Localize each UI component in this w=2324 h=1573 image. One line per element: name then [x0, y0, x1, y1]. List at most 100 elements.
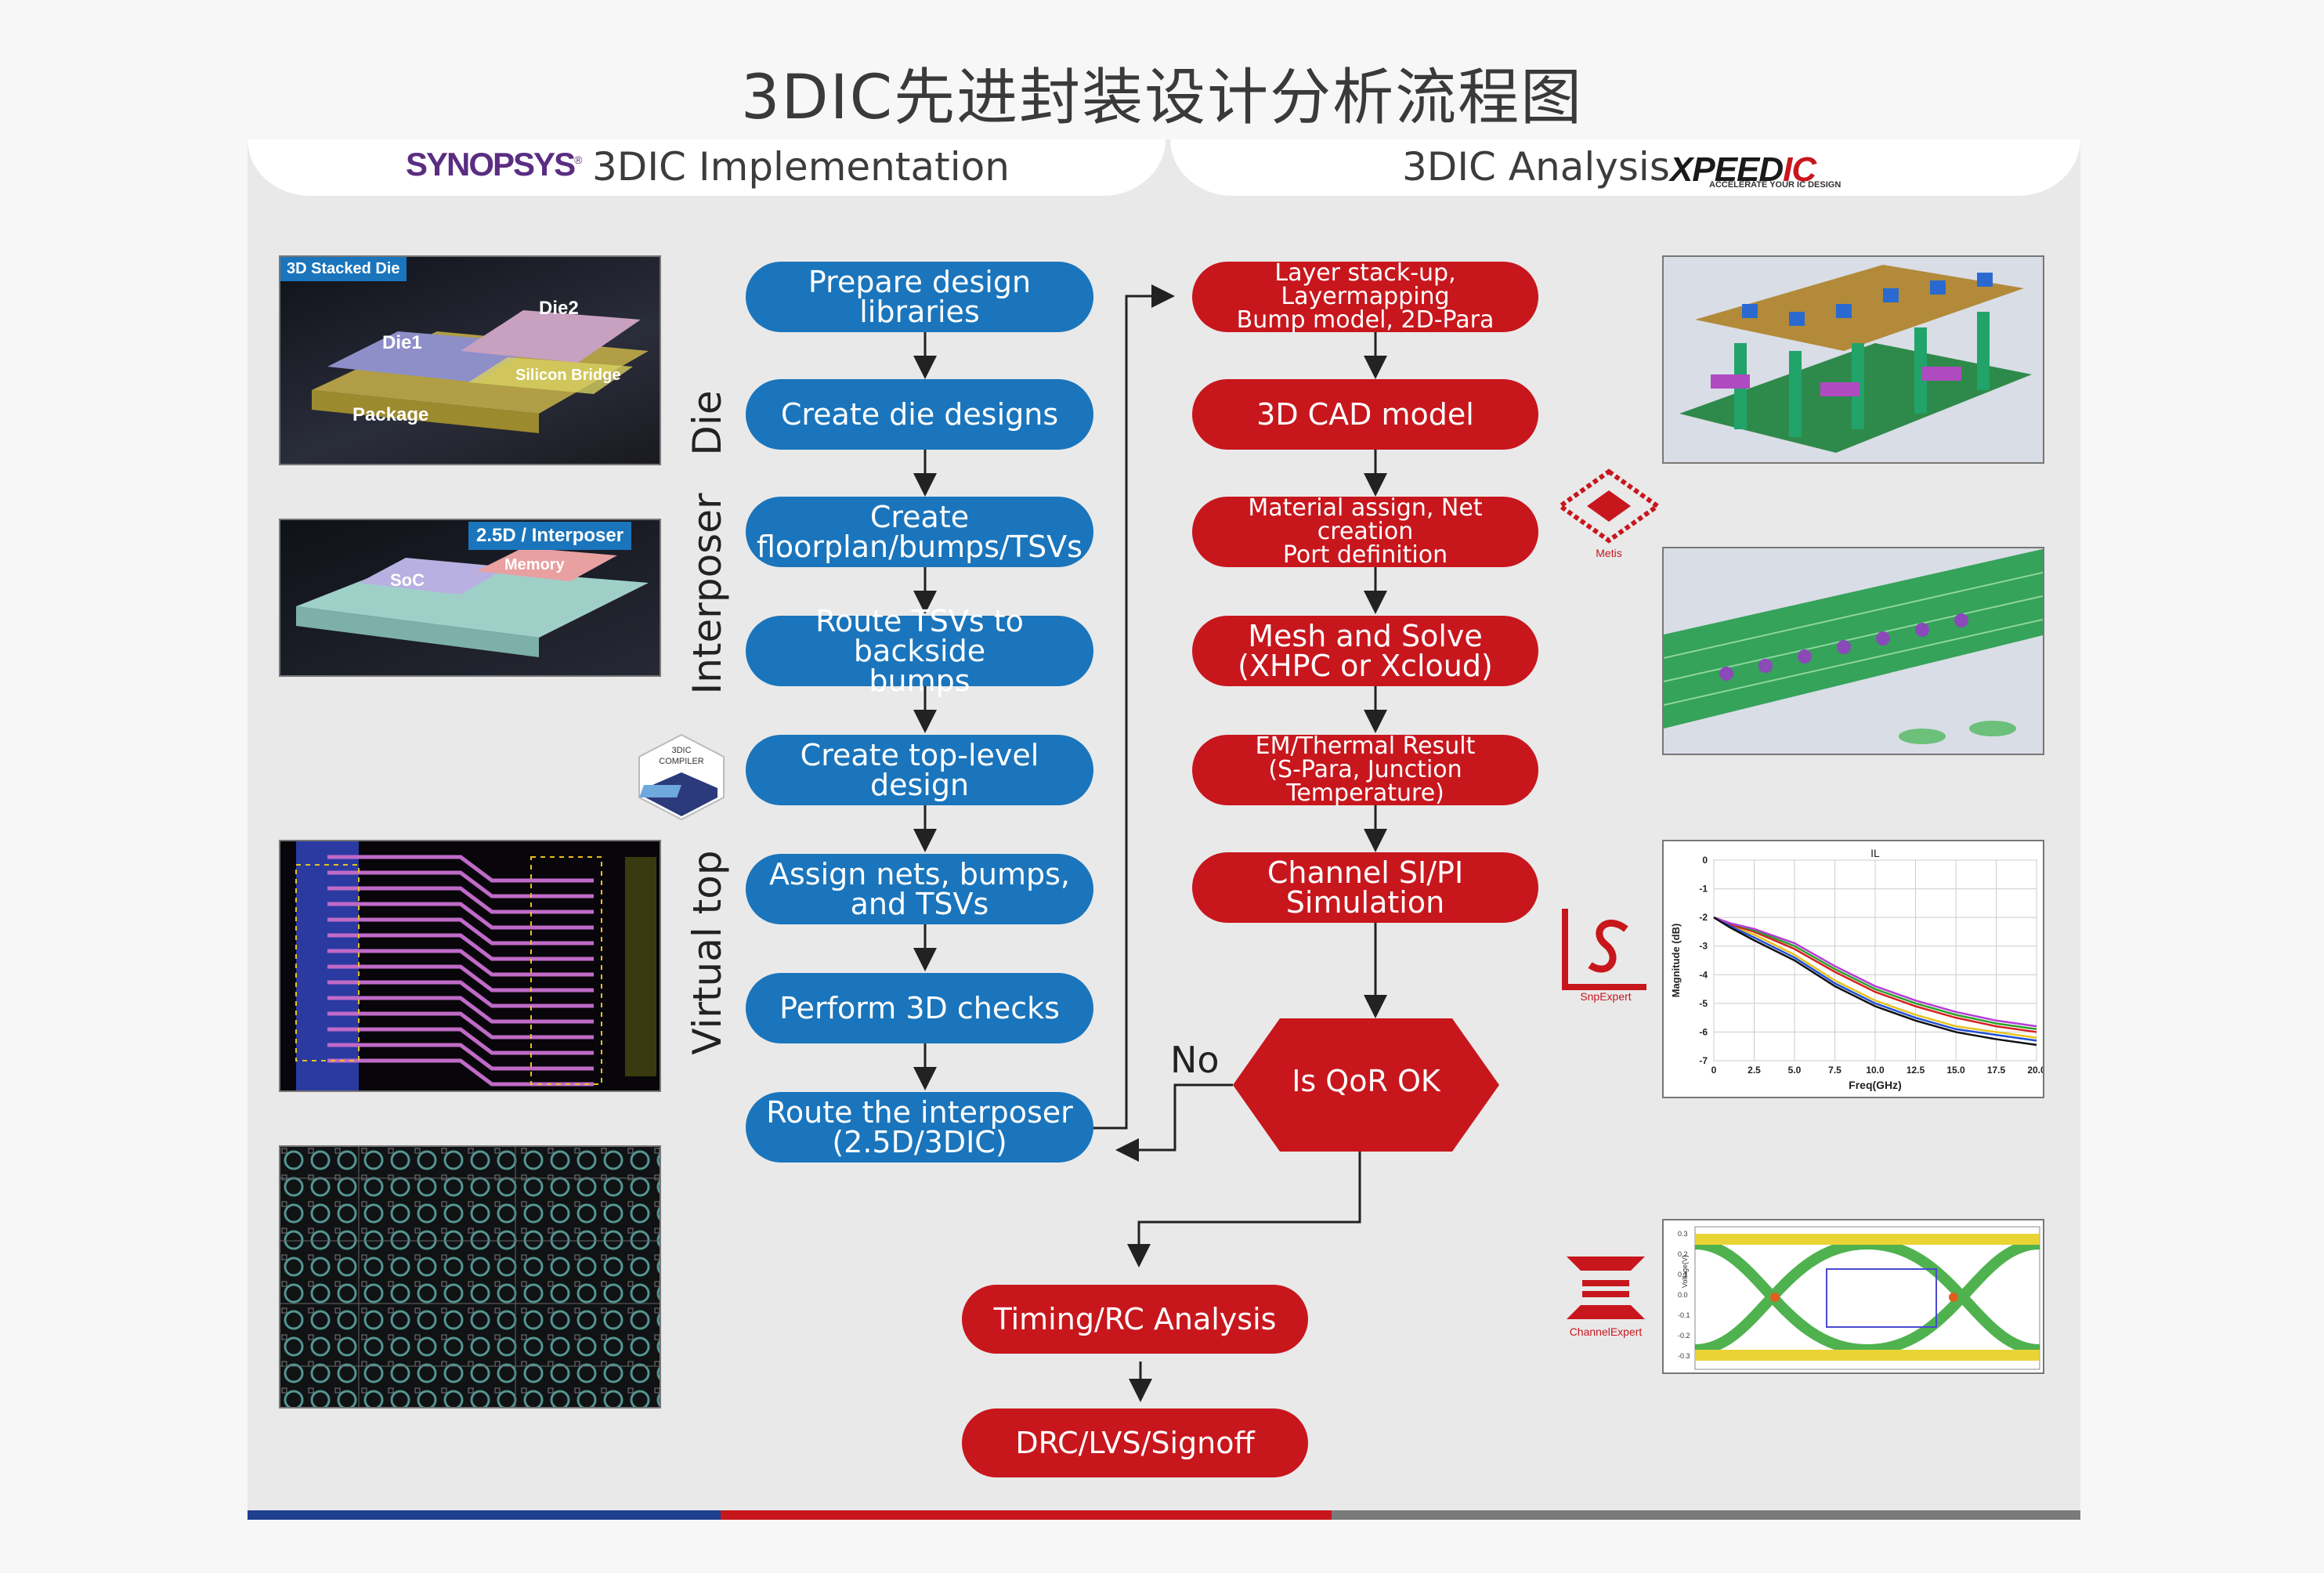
y-tick-label: -3: [1699, 941, 1708, 952]
step-create-floorplan-line-2: floorplan/bumps/TSVs: [757, 530, 1082, 564]
arrow-no: [1115, 1083, 1233, 1162]
step-route-tsvs-line-2: bumps: [869, 664, 970, 698]
series-line-5: [1713, 916, 2037, 1028]
y-tick-label: -5: [1699, 998, 1708, 1009]
step-3d-cad-model-line-1: 3D CAD model: [1256, 397, 1474, 432]
interposer-image: 2.5D / Interposer SoC Memory: [279, 519, 661, 677]
x-tick-label: 17.5: [1987, 1065, 2006, 1076]
step-layer-stackup-line-2: Bump model, 2D-Para: [1236, 306, 1495, 334]
step-create-die-designs: Create die designs: [746, 379, 1093, 450]
xpeedic-logo: XPEEDIC: [1670, 150, 1816, 189]
snpexpert-tool: SnpExpert: [1559, 906, 1653, 1007]
eye-ytick-label: 0.1: [1678, 1271, 1688, 1278]
step-drc-lvs-signoff-line-1: DRC/LVS/Signoff: [1015, 1426, 1255, 1460]
step-route-interposer: Route the interposer(2.5D/3DIC): [746, 1092, 1093, 1163]
step-create-floorplan-line-1: Create: [869, 500, 970, 534]
step-route-interposer-line-2: (2.5D/3DIC): [832, 1125, 1007, 1159]
stacked-die-image: 3D Stacked Die Die1 Die2 Silicon Bridge …: [279, 255, 661, 465]
no-label: No: [1170, 1039, 1220, 1081]
y-axis-label: Magnitude (dB): [1670, 924, 1682, 998]
y-tick-label: -7: [1699, 1055, 1708, 1066]
channelexpert-tool: ChannelExpert: [1556, 1250, 1656, 1343]
series-line-1: [1713, 917, 2037, 1039]
y-tick-label: -2: [1699, 912, 1708, 923]
mesh-model-image: [1662, 547, 2044, 755]
x-axis-label: Freq(GHz): [1849, 1079, 1902, 1091]
step-assign-nets-line-2: and TSVs: [850, 887, 989, 921]
step-assign-nets: Assign nets, bumps,and TSVs: [746, 854, 1093, 924]
eye-ytick-label: -0.3: [1678, 1352, 1690, 1360]
die1-label: Die1: [382, 332, 422, 353]
series-line-6: [1713, 917, 2037, 1047]
mesh-model-graphic: [1664, 548, 2043, 744]
x-tick-label: 10.0: [1866, 1065, 1885, 1076]
step-channel-si-pi: Channel SI/PI Simulation: [1192, 852, 1538, 923]
bottom-bar-gray: [1332, 1510, 2080, 1520]
step-mesh-solve: Mesh and Solve(XHPC or Xcloud): [1192, 616, 1538, 686]
step-3d-checks-line-1: Perform 3D checks: [779, 991, 1060, 1025]
eye-ytick-label: 0.3: [1678, 1230, 1688, 1238]
y-tick-label: -4: [1699, 969, 1708, 980]
xpeedic-tagline: ACCELERATE YOUR IC DESIGN: [1709, 180, 1841, 190]
y-tick-label: 0: [1702, 855, 1708, 866]
channelexpert-label: ChannelExpert: [1569, 1325, 1643, 1338]
synopsys-logo: SYNOPSYS®: [406, 146, 583, 183]
eye-ytick-label: 0.2: [1678, 1250, 1688, 1258]
step-mesh-solve-line-2: (XHPC or Xcloud): [1238, 649, 1493, 683]
step-drc-lvs-signoff: DRC/LVS/Signoff: [962, 1408, 1308, 1477]
arrow-to-analysis: [1093, 284, 1175, 1130]
step-create-top-level: Create top-level design: [746, 735, 1093, 805]
eye-ytick-label: -0.2: [1678, 1332, 1690, 1340]
step-route-interposer-line-1: Route the interposer: [766, 1095, 1073, 1130]
y-tick-label: -1: [1699, 884, 1708, 895]
eye-ytick-label: 0.0: [1678, 1291, 1688, 1299]
arrow-yes: [1127, 1152, 1361, 1267]
snpexpert-icon: [1562, 909, 1646, 990]
metis-tool: Metis: [1554, 468, 1664, 562]
step-create-top-level-line-1: Create top-level design: [800, 738, 1039, 802]
step-layer-stackup-line-1: Layer stack-up, Layermapping: [1274, 259, 1456, 310]
step-material-assign-line-1: Material assign, Net creation: [1248, 494, 1483, 545]
badge-line1: 3DIC: [671, 746, 692, 755]
3d-cad-model-graphic: [1679, 265, 2032, 453]
metis-label: Metis: [1596, 547, 1622, 559]
x-tick-label: 7.5: [1828, 1065, 1841, 1076]
implementation-title: 3DIC Implementation: [592, 144, 1010, 190]
eye-diagram: [1694, 1226, 2040, 1370]
x-tick-label: 5.0: [1788, 1065, 1802, 1076]
step-assign-nets-line-1: Assign nets, bumps,: [769, 857, 1070, 891]
die2-label: Die2: [539, 298, 579, 319]
soc-label: SoC: [390, 570, 425, 590]
3dic-compiler-badge: 3DIC COMPILER: [636, 733, 727, 821]
series-line-2: [1713, 917, 2037, 1033]
qor-decision-diamond: [1233, 1018, 1499, 1152]
snpexpert-label: SnpExpert: [1580, 990, 1632, 1003]
stacked-die-graphic: [312, 310, 649, 433]
x-tick-label: 2.5: [1748, 1065, 1761, 1076]
step-em-thermal-result: EM/Thermal Result(S-Para, Junction Tempe…: [1192, 735, 1538, 805]
3dic-compiler-badge-icon: [638, 733, 725, 821]
chart-title: IL: [1870, 847, 1880, 859]
step-prepare-libraries: Prepare design libraries: [746, 262, 1093, 332]
step-material-assign-line-2: Port definition: [1282, 541, 1448, 569]
analysis-title: 3DIC Analysis: [1402, 144, 1670, 190]
x-tick-label: 15.0: [1946, 1065, 1965, 1076]
step-mesh-solve-line-1: Mesh and Solve: [1248, 619, 1483, 653]
channelexpert-icon: [1567, 1257, 1645, 1319]
x-tick-label: 12.5: [1907, 1065, 1925, 1076]
routing-layout-image: [279, 840, 661, 1092]
step-channel-si-pi-line-1: Channel SI/PI Simulation: [1267, 855, 1464, 920]
step-route-tsvs-line-1: Route TSVs to backside: [815, 604, 1024, 668]
analysis-header-band: [1170, 139, 2080, 196]
y-tick-label: -6: [1699, 1026, 1708, 1037]
interposer-graphic: [296, 548, 649, 657]
interposer-tag: 2.5D / Interposer: [468, 522, 632, 550]
x-tick-label: 20.0: [2027, 1065, 2044, 1076]
implementation-header-band: [248, 139, 1166, 196]
eye-ytick-label: -0.1: [1678, 1311, 1690, 1319]
